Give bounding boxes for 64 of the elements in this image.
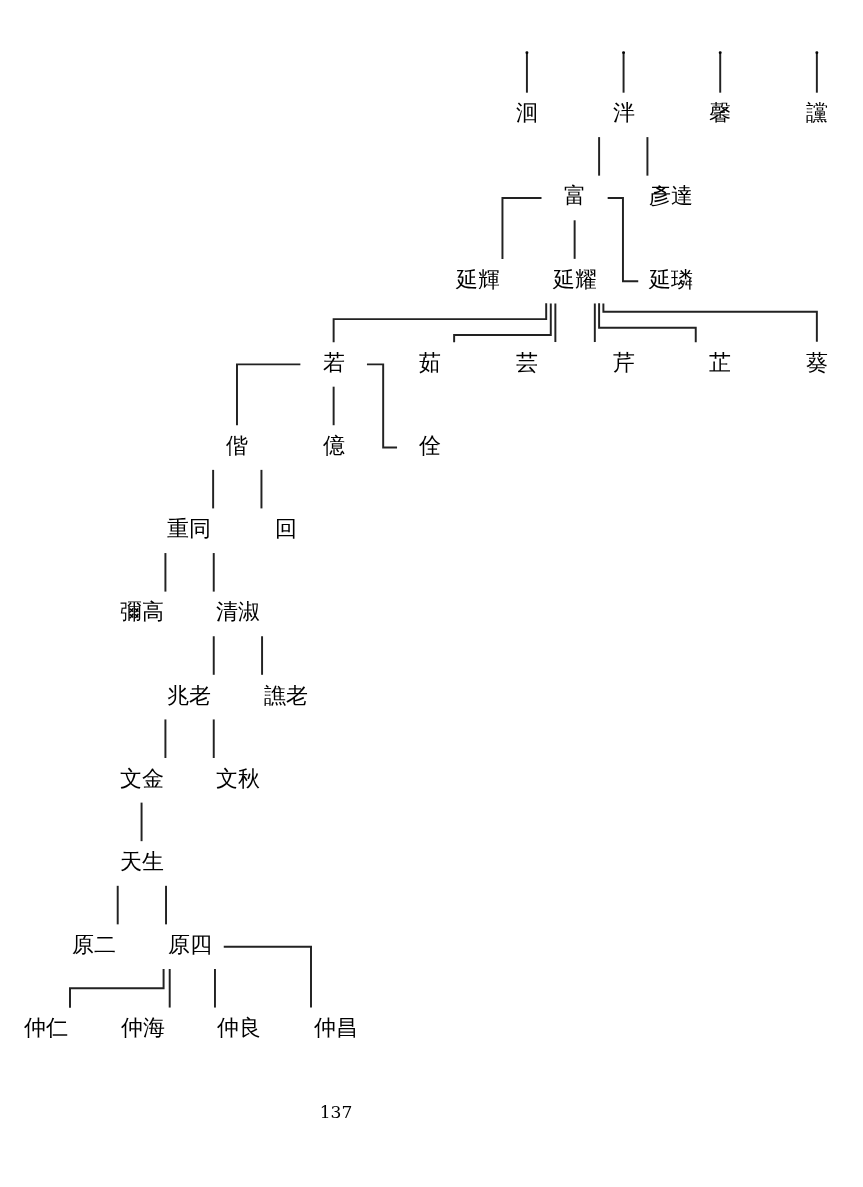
connector <box>164 718 167 759</box>
node-text: 延輝 <box>455 266 500 292</box>
node-text: 仲海 <box>120 1015 165 1041</box>
node-text: 芸 <box>515 349 538 375</box>
node-text: 天生 <box>119 848 164 874</box>
node-text: 若 <box>322 349 345 375</box>
node-text: 彥達 <box>649 183 694 209</box>
node-text: 茹 <box>419 349 442 375</box>
node-text: 文秋 <box>216 765 261 791</box>
connector <box>646 136 649 177</box>
node-text: 泮 <box>612 100 635 126</box>
node-text: 彌高 <box>119 599 164 625</box>
node-text: 仲昌 <box>314 1015 359 1041</box>
node-text: 洄 <box>515 100 538 126</box>
connector <box>212 718 215 759</box>
node-text: 兆老 <box>167 682 212 708</box>
connector <box>69 968 165 1009</box>
connector <box>261 635 264 676</box>
node-text: 延耀 <box>552 266 597 292</box>
connector <box>525 52 528 94</box>
node-text: 讜 <box>805 100 828 126</box>
node-text: 馨 <box>709 100 732 126</box>
connector <box>332 302 548 344</box>
node-text: 葵 <box>805 349 828 375</box>
connector <box>332 385 335 427</box>
node-text: 仲良 <box>217 1015 262 1041</box>
connector <box>168 968 171 1009</box>
connector <box>212 468 215 510</box>
node-text: 富 <box>563 183 586 209</box>
connector <box>236 363 302 427</box>
connector <box>222 945 312 1009</box>
node-text: 文金 <box>119 765 164 791</box>
connector <box>116 884 119 926</box>
node-text: 原二 <box>71 932 116 958</box>
node-text: 佺 <box>419 432 442 458</box>
node-text: 芹 <box>612 349 635 375</box>
node-text: 芷 <box>709 349 732 375</box>
node-text: 譙老 <box>263 682 308 708</box>
connector <box>140 801 143 843</box>
node-text: 清淑 <box>216 599 261 625</box>
connector <box>501 197 543 260</box>
connector <box>593 302 596 344</box>
connector <box>214 968 216 1009</box>
node-text: 回 <box>274 516 297 542</box>
connector <box>212 552 215 593</box>
connector <box>602 302 818 343</box>
label: 137 <box>319 1101 353 1122</box>
connector <box>719 52 722 94</box>
connector <box>622 52 625 94</box>
connector <box>815 52 818 94</box>
connector <box>260 468 263 510</box>
connector <box>598 136 601 177</box>
connector <box>165 884 167 926</box>
node-text: 億 <box>322 432 345 458</box>
node-text: 重同 <box>167 516 212 542</box>
node-text: 延璘 <box>649 266 694 292</box>
connector <box>573 219 576 260</box>
connector <box>554 302 557 344</box>
connector <box>453 302 552 344</box>
node-text: 原四 <box>168 932 213 958</box>
node-text: 仲仁 <box>24 1015 69 1041</box>
connector <box>212 635 215 676</box>
connector <box>164 552 167 593</box>
node-text: 偕 <box>225 432 248 458</box>
